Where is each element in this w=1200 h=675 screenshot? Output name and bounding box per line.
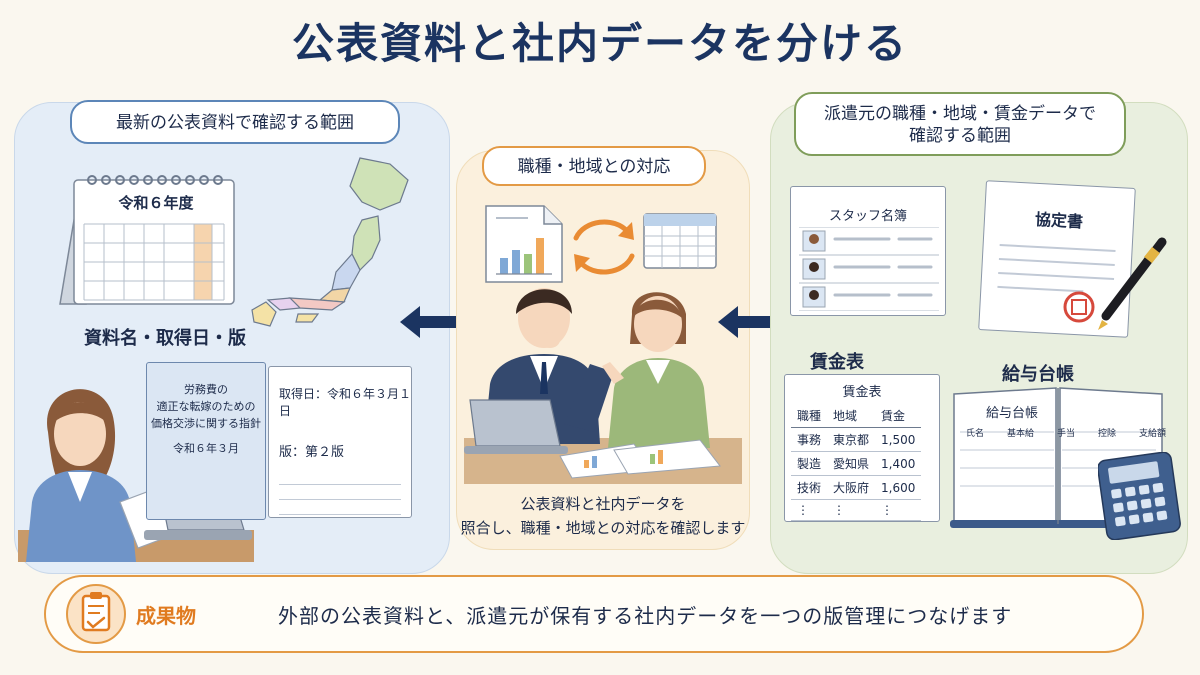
booklet-line-2: 適正な転嫁のための bbox=[156, 400, 256, 413]
left-double-arrow-icon bbox=[400, 306, 482, 338]
public-materials-heading: 最新の公表資料で確認する範囲 bbox=[70, 100, 400, 144]
payroll-ledger-headers: 氏名 基本給 手当 控除 支給額 bbox=[966, 426, 1166, 439]
metadata-sheet: 取得日：令和６年３月１日 版：第２版 bbox=[268, 366, 412, 518]
staff-roster-title: スタッフ名簿 bbox=[828, 209, 907, 224]
meta-label: 資料名・取得日・版 bbox=[84, 328, 246, 349]
report-chart-icon bbox=[485, 205, 563, 283]
wage-cell: ⋮ bbox=[791, 499, 828, 521]
calculator-icon bbox=[1098, 452, 1181, 540]
sync-arrows-icon bbox=[573, 219, 635, 275]
wage-table: 職種 地域 賃金 事務 東京都 1,500 製造 愛知県 1,400 技術 大阪… bbox=[791, 404, 922, 521]
internal-data-heading-line-2: 確認する範囲 bbox=[909, 126, 1011, 146]
wage-table-label: 賃金表 bbox=[810, 352, 864, 373]
spreadsheet-icon bbox=[643, 213, 717, 269]
wage-cell: 技術 bbox=[791, 475, 828, 500]
wage-table-sheet: 賃金表 職種 地域 賃金 事務 東京都 1,500 製造 愛知県 1,400 技… bbox=[784, 374, 940, 522]
mapping-caption-line-2: 照合し、職種・地域との対応を確認します bbox=[460, 519, 746, 537]
page-title: 公表資料と社内データを分ける bbox=[291, 19, 908, 68]
wage-cell: 製造 bbox=[791, 451, 828, 476]
acquired-date: 取得日：令和６年３月１日 bbox=[279, 387, 412, 418]
booklet-date: 令和６年３月 bbox=[173, 442, 239, 455]
wage-cell: 東京都 bbox=[827, 427, 876, 452]
deliverable-text: 外部の公表資料と、派遣元が保有する社内データを一つの版管理につなげます bbox=[278, 604, 1013, 628]
calendar-icon bbox=[59, 175, 235, 305]
booklet-line-1: 労務費の bbox=[184, 383, 228, 396]
pen-icon bbox=[1098, 237, 1167, 330]
payroll-ledger-title: 給与台帳 bbox=[986, 406, 1039, 421]
wage-cell: 1,500 bbox=[875, 427, 922, 452]
wage-header-wage: 賃金 bbox=[875, 404, 922, 428]
table-row: 製造 愛知県 1,400 bbox=[791, 451, 922, 476]
wage-header-job: 職種 bbox=[791, 404, 828, 428]
payroll-header: 手当 bbox=[1056, 429, 1075, 439]
wage-table-title: 賃金表 bbox=[842, 385, 882, 400]
agreement-title: 協定書 bbox=[1034, 209, 1084, 232]
deliverable-bar bbox=[44, 575, 1144, 653]
staff-roster: スタッフ名簿 bbox=[790, 186, 946, 316]
wage-header-region: 地域 bbox=[827, 404, 876, 428]
two-people-meeting-illustration bbox=[464, 288, 742, 484]
payroll-header: 支給額 bbox=[1138, 429, 1166, 439]
deliverable-label: 成果物 bbox=[136, 604, 196, 628]
table-row: 事務 東京都 1,500 bbox=[791, 427, 922, 452]
booklet-line-3: 価格交渉に関する指針 bbox=[151, 417, 261, 430]
wage-cell: 事務 bbox=[791, 427, 828, 452]
internal-data-heading: 派遣元の職種・地域・賃金データで 確認する範囲 bbox=[794, 92, 1126, 156]
table-row: ⋮ ⋮ ⋮ bbox=[791, 499, 922, 521]
woman-reading-illustration bbox=[18, 389, 254, 562]
wage-cell: 1,600 bbox=[875, 475, 922, 500]
mapping-heading: 職種・地域との対応 bbox=[482, 146, 706, 186]
payroll-header: 氏名 bbox=[966, 429, 985, 439]
wage-cell: ⋮ bbox=[827, 499, 876, 521]
calendar-label: 令和６年度 bbox=[118, 194, 194, 212]
internal-data-heading-line-1: 派遣元の職種・地域・賃金データで bbox=[824, 104, 1096, 124]
mapping-caption: 公表資料と社内データを 照合し、職種・地域との対応を確認します bbox=[456, 492, 750, 540]
japan-map-icon bbox=[251, 157, 409, 327]
version-label: 版：第２版 bbox=[279, 445, 345, 460]
guideline-booklet: 労務費の 適正な転嫁のための 価格交渉に関する指針 令和６年３月 bbox=[146, 362, 266, 520]
clipboard-check-icon bbox=[66, 584, 126, 644]
payroll-header: 基本給 bbox=[1006, 429, 1034, 439]
mapping-caption-line-1: 公表資料と社内データを bbox=[520, 495, 686, 513]
wage-cell: ⋮ bbox=[875, 499, 922, 521]
right-double-arrow-icon bbox=[718, 306, 800, 338]
payroll-header: 控除 bbox=[1097, 429, 1116, 439]
wage-cell: 大阪府 bbox=[827, 475, 876, 500]
table-row: 技術 大阪府 1,600 bbox=[791, 475, 922, 500]
payroll-ledger-label: 給与台帳 bbox=[1002, 364, 1074, 385]
wage-cell: 愛知県 bbox=[827, 451, 876, 476]
seal-stamp-icon bbox=[1063, 291, 1095, 323]
wage-cell: 1,400 bbox=[875, 451, 922, 476]
staff-roster-rows bbox=[799, 227, 939, 311]
